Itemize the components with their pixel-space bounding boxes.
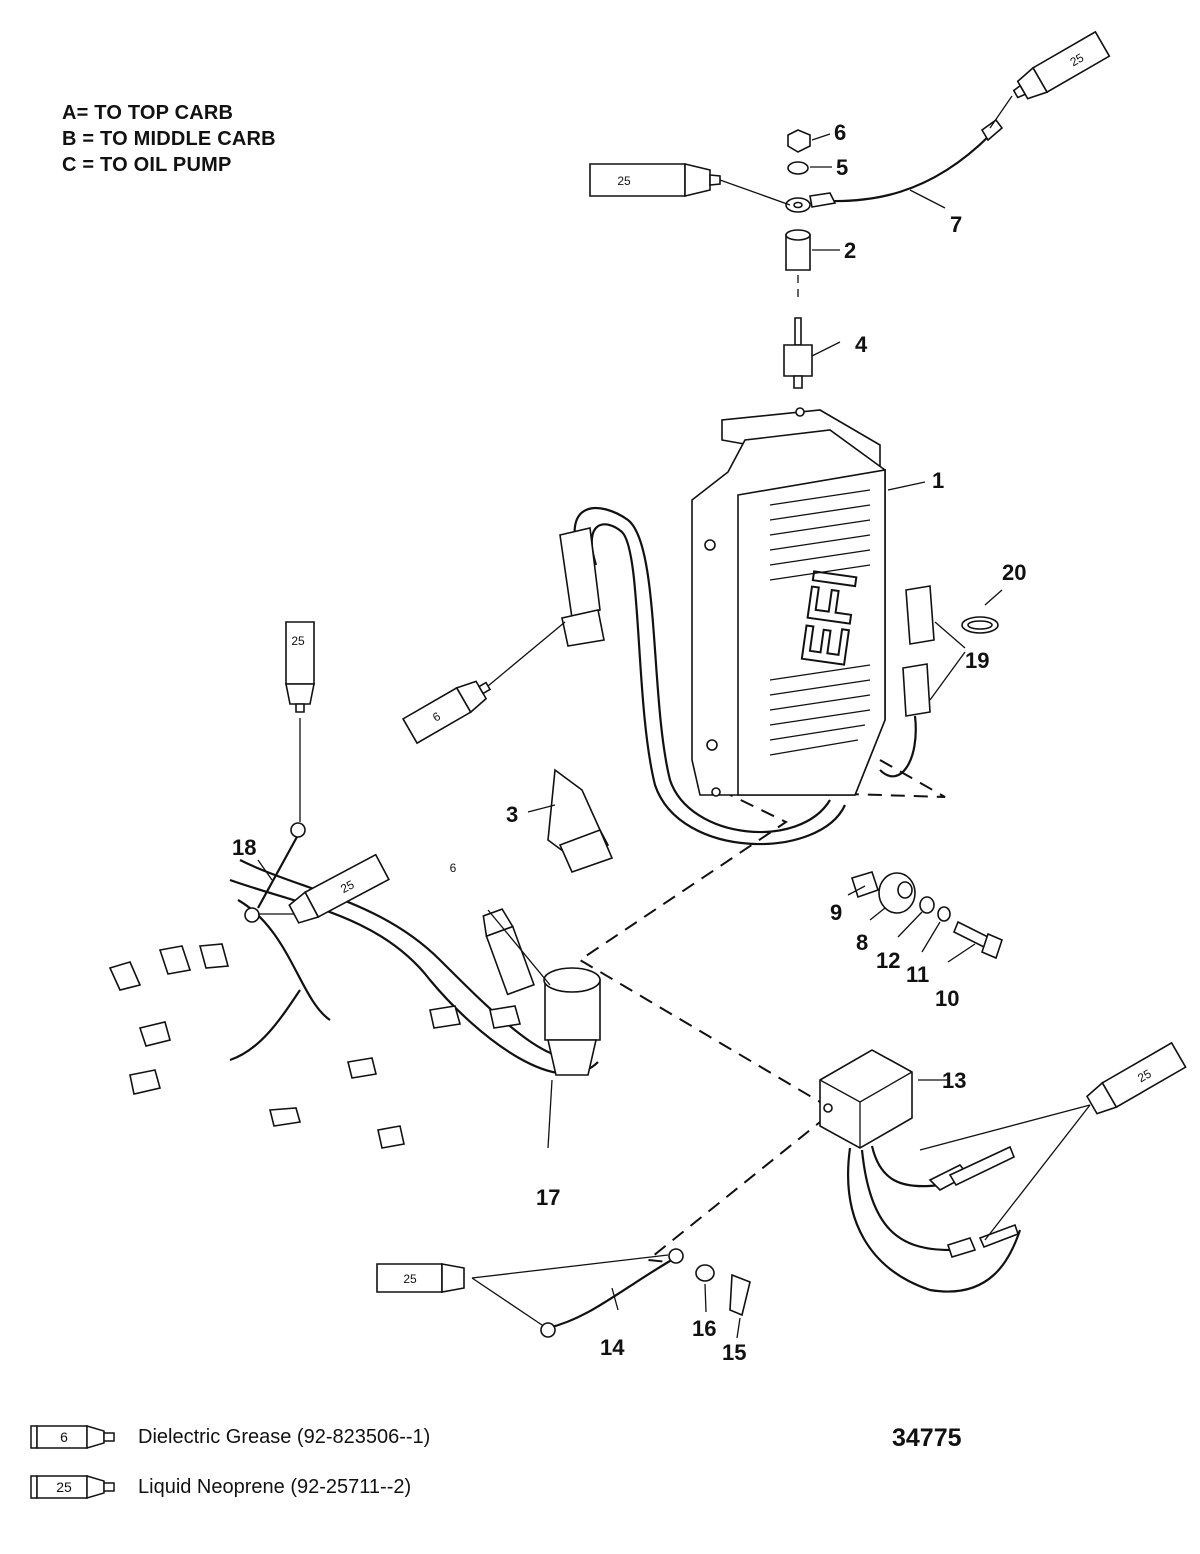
- neoprene-tube: 25: [376, 1263, 465, 1293]
- neoprene-tube: [285, 621, 315, 713]
- part-label-3: 3: [506, 802, 518, 827]
- grease-tube-icon: 6: [30, 1424, 115, 1450]
- legend-line-a: A= TO TOP CARB: [62, 102, 234, 124]
- part-label-17: 17: [536, 1185, 560, 1210]
- wiring-harness-17: [108, 859, 601, 1149]
- svg-text:25: 25: [338, 877, 357, 896]
- neoprene-tube-icon: 25: [30, 1474, 115, 1500]
- part-labels: 6 5 7 2 4 1 20 19 3 18 9 8 12 11 10 13 1…: [232, 120, 1026, 1365]
- grease-tube: 6: [401, 680, 492, 745]
- tube-label: 25: [291, 634, 305, 648]
- part-label-14: 14: [600, 1335, 625, 1360]
- part-label-2: 2: [844, 238, 856, 263]
- part-label-11: 11: [906, 962, 929, 987]
- ground-strap-7: [809, 118, 1004, 208]
- neoprene-tube: 25: [1085, 1041, 1187, 1115]
- part-label-20: 20: [1002, 560, 1026, 585]
- strap-14-hardware: [540, 1248, 751, 1338]
- svg-text:25: 25: [56, 1479, 72, 1495]
- grease-tube: [482, 908, 535, 996]
- sealant-tubes: 25 25 6 25 25 6: [285, 30, 1187, 1293]
- tube-leader-lines: [258, 95, 1091, 1326]
- neoprene-tube: 25: [589, 162, 721, 198]
- bracket-3: [547, 768, 614, 873]
- mounting-stack: [783, 129, 813, 417]
- module-13: [819, 1049, 1022, 1293]
- key-row-grease: 6 Dielectric Grease (92-823506--1): [30, 1422, 430, 1452]
- svg-text:25: 25: [617, 174, 631, 188]
- part-label-12: 12: [876, 948, 900, 973]
- legend-line-c: C = TO OIL PUMP: [62, 154, 232, 176]
- svg-text:6: 6: [60, 1429, 68, 1445]
- part-label-4: 4: [855, 332, 868, 357]
- svg-text:25: 25: [1068, 50, 1087, 69]
- figure-number: 34775: [892, 1424, 962, 1452]
- key-text-neoprene: Liquid Neoprene (92-25711--2): [138, 1475, 412, 1498]
- efi-module: EFI: [691, 409, 886, 797]
- part-label-9: 9: [830, 900, 842, 925]
- module-cable: [559, 507, 847, 846]
- part-label-6: 6: [834, 120, 846, 145]
- svg-text:25: 25: [1135, 1066, 1154, 1085]
- strap-18: [244, 822, 306, 923]
- part-label-16: 16: [692, 1316, 716, 1341]
- part-label-5: 5: [836, 155, 848, 180]
- part-label-13: 13: [942, 1068, 966, 1093]
- part-label-19: 19: [965, 648, 989, 673]
- label-leader-lines: [257, 133, 1003, 1339]
- neoprene-tube: 25: [1012, 30, 1111, 100]
- neoprene-tube: 25: [288, 853, 390, 924]
- dashed-routing-lines: [578, 759, 946, 1263]
- module-fins: [769, 489, 871, 756]
- part-label-15: 15: [722, 1340, 746, 1365]
- svg-text:25: 25: [403, 1272, 417, 1286]
- routing-legend: A= TO TOP CARB B = TO MIDDLE CARB C = TO…: [62, 100, 276, 178]
- key-text-grease: Dielectric Grease (92-823506--1): [138, 1425, 431, 1448]
- tube-label: 6: [450, 861, 457, 875]
- part-label-1: 1: [932, 468, 944, 493]
- key-row-neoprene: 25 Liquid Neoprene (92-25711--2): [30, 1472, 411, 1502]
- part-label-10: 10: [935, 986, 959, 1011]
- module-efi-mark: EFI: [789, 566, 871, 671]
- part-label-8: 8: [856, 930, 868, 955]
- grommet-hardware: [850, 871, 1003, 960]
- part-label-7: 7: [950, 212, 962, 237]
- connectors-19-20: [879, 585, 999, 778]
- part-label-18: 18: [232, 835, 256, 860]
- legend-line-b: B = TO MIDDLE CARB: [62, 128, 276, 150]
